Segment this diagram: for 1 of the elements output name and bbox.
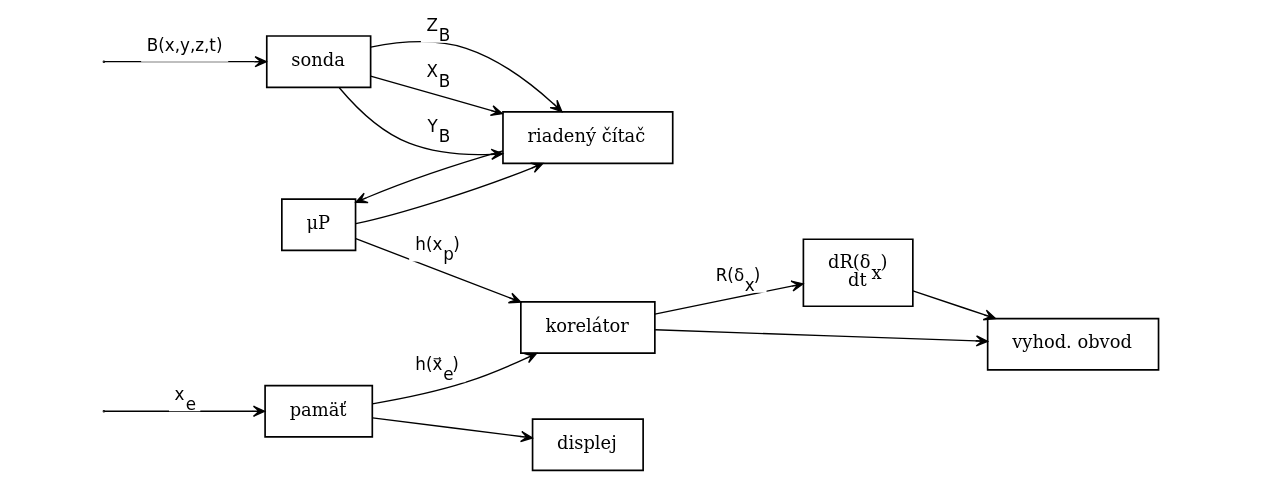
edge-label: B(x,y,z,t)	[146, 35, 223, 56]
